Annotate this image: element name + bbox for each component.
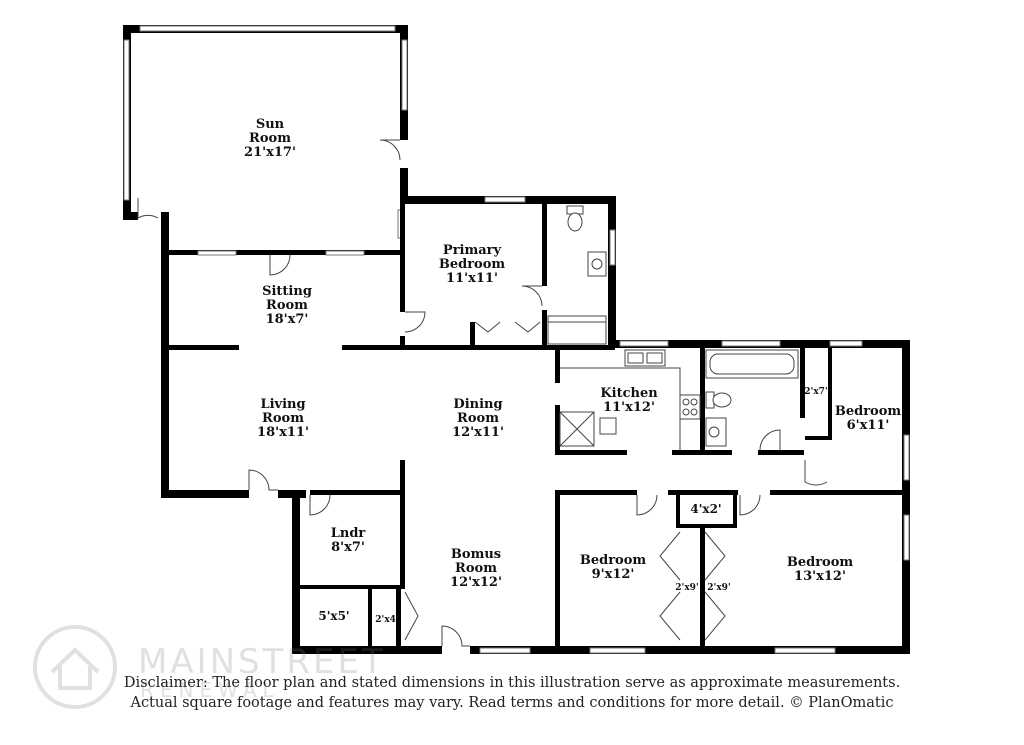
stove-icon bbox=[679, 394, 701, 420]
room-name: Dining Room bbox=[453, 397, 503, 426]
kitchen-sink-icon bbox=[624, 349, 666, 367]
room-dims: 18'x7' bbox=[265, 312, 309, 327]
bedroom-small-label: Bedroom 6'x11' bbox=[835, 405, 901, 433]
room-dims: 21'x17' bbox=[244, 145, 296, 160]
disclaimer: Disclaimer: The floor plan and stated di… bbox=[0, 673, 1024, 713]
living-room-label: Living Room 18'x11' bbox=[257, 398, 309, 440]
shower-icon bbox=[547, 315, 607, 345]
room-dims: 13'x12' bbox=[794, 569, 846, 584]
room-name: Kitchen bbox=[600, 386, 658, 401]
room-name: Living Room bbox=[260, 397, 306, 426]
closet-2x7-label: 2'x7' bbox=[804, 387, 828, 397]
room-dims: 9'x12' bbox=[591, 567, 635, 582]
sink-icon bbox=[587, 251, 607, 277]
kitchen-label: Kitchen 11'x12' bbox=[600, 387, 657, 415]
exterior-windows bbox=[397, 196, 910, 654]
sun-room-windows bbox=[123, 25, 408, 201]
room-name: Bedroom bbox=[786, 555, 854, 570]
closet-5x5-label: 5'x5' bbox=[318, 609, 350, 623]
room-name: Sun Room bbox=[249, 117, 291, 146]
disclaimer-line-2: Actual square footage and features may v… bbox=[130, 695, 894, 711]
fridge-icon bbox=[559, 411, 595, 447]
dishwasher-icon bbox=[599, 417, 617, 435]
fixtures bbox=[547, 205, 799, 450]
closet-2x4-label: 2'x4' bbox=[375, 615, 399, 625]
primary-bedroom-label: Primary Bedroom 11'x11' bbox=[439, 244, 505, 286]
counter-icon bbox=[560, 367, 681, 450]
disclaimer-line-1: Disclaimer: The floor plan and stated di… bbox=[123, 675, 901, 691]
room-dims: 11'x12' bbox=[603, 400, 655, 415]
dining-room-label: Dining Room 12'x11' bbox=[452, 398, 504, 440]
sun-room-doors bbox=[137, 139, 401, 219]
closet-2x9-right-label: 2'x9' bbox=[707, 583, 731, 593]
room-name: Primary Bedroom bbox=[438, 243, 506, 272]
sink-icon-2 bbox=[705, 417, 727, 447]
room-dims: 11'x11' bbox=[446, 271, 498, 286]
sitting-room-label: Sitting Room 18'x7' bbox=[262, 285, 312, 327]
room-dims: 12'x11' bbox=[452, 425, 504, 440]
bedroom-mid-label: Bedroom 9'x12' bbox=[580, 554, 646, 582]
room-dims: 12'x12' bbox=[450, 575, 502, 590]
toilet-icon bbox=[566, 205, 584, 232]
closet-4x2-label: 4'x2' bbox=[690, 502, 722, 516]
bomus-room-label: Bomus Room 12'x12' bbox=[450, 548, 502, 590]
room-dims: 6'x11' bbox=[846, 418, 890, 433]
sun-room-label: Sun Room 21'x17' bbox=[244, 118, 296, 160]
bedroom-right-label: Bedroom 13'x12' bbox=[787, 556, 853, 584]
room-name: Lndr bbox=[330, 526, 366, 541]
room-name: Sitting Room bbox=[262, 284, 312, 313]
interior-doors bbox=[248, 254, 828, 647]
room-name: Bomus Room bbox=[450, 547, 502, 576]
room-name: Bedroom bbox=[579, 553, 647, 568]
bathtub-icon bbox=[705, 349, 799, 379]
lndr-label: Lndr 8'x7' bbox=[331, 527, 366, 555]
room-name: Bedroom bbox=[834, 404, 902, 419]
room-dims: 8'x7' bbox=[331, 540, 365, 555]
interior-walls bbox=[161, 204, 910, 652]
room-dims: 18'x11' bbox=[257, 425, 309, 440]
closet-2x9-left-label: 2'x9' bbox=[675, 583, 699, 593]
toilet-icon-2 bbox=[705, 391, 732, 409]
